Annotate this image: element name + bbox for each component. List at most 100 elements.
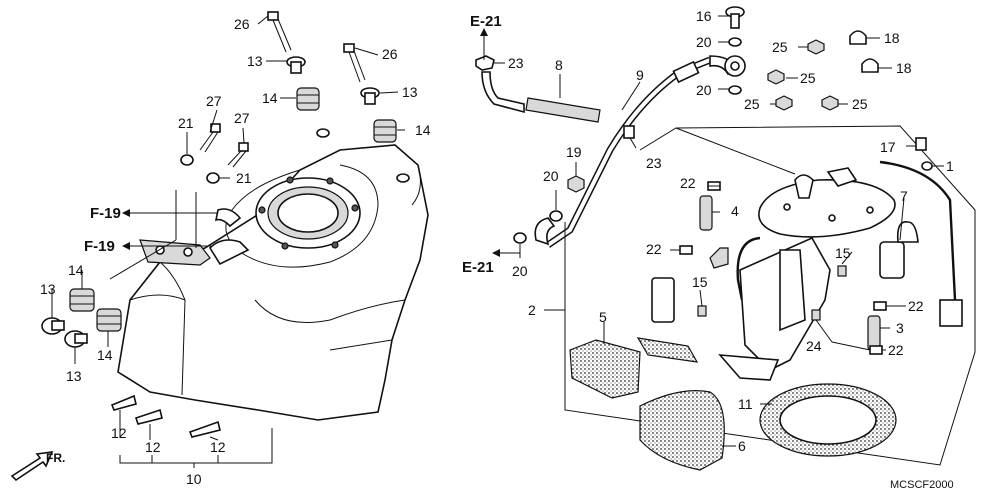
callout-12: 12	[210, 439, 226, 455]
bolt-27-b	[227, 142, 249, 168]
fuel-pump-5	[636, 277, 699, 363]
washer-20-b	[728, 85, 742, 95]
nut-25-b	[767, 69, 785, 85]
clip-22-c	[873, 301, 887, 311]
callout-12: 12	[111, 425, 127, 441]
callout-12: 12	[145, 439, 161, 455]
callout-3: 3	[896, 320, 904, 336]
pump-unit-enclosure-lines	[564, 125, 976, 466]
diagram-code: MCSCF2000	[890, 479, 954, 491]
clip-22-b	[679, 245, 693, 255]
pump-flange-plate	[758, 167, 896, 238]
nut-19	[567, 175, 585, 193]
callout-2: 2	[528, 302, 536, 318]
front-direction-arrow	[10, 451, 54, 482]
callout-25: 25	[800, 70, 816, 86]
screw-15-a	[837, 265, 847, 277]
collar-13-b	[360, 87, 380, 105]
callout-13: 13	[40, 281, 56, 297]
callout-11: 11	[738, 396, 753, 412]
callout-20: 20	[696, 82, 712, 98]
callout-14: 14	[262, 90, 278, 106]
bolt-26-b	[343, 43, 366, 83]
callout-27: 27	[234, 110, 250, 126]
washer-1	[921, 161, 933, 171]
callout-6: 6	[738, 438, 746, 454]
bolt-17	[915, 137, 927, 151]
callout-26: 26	[234, 16, 250, 32]
filter-5	[569, 339, 641, 399]
callout-numbers: 26 13 26 14 13 14 27 21 27 21 14 13 14 1…	[40, 8, 954, 487]
callout-22: 22	[908, 298, 924, 314]
front-marker: FR.	[46, 451, 65, 465]
callout-26: 26	[382, 46, 398, 62]
callout-7: 7	[900, 188, 908, 204]
callout-17: 17	[880, 139, 896, 155]
callout-13: 13	[66, 368, 82, 384]
nut-25-a	[807, 39, 825, 55]
nut-25-c	[775, 95, 793, 111]
screw-24	[811, 309, 821, 321]
callout-25: 25	[772, 39, 788, 55]
washer-20-d	[513, 232, 527, 244]
leader-lines-left	[51, 15, 405, 468]
callout-9: 9	[636, 67, 644, 83]
callout-14: 14	[68, 262, 84, 278]
grommet-14-a	[296, 87, 320, 111]
callout-20: 20	[543, 168, 559, 184]
callout-22: 22	[680, 175, 696, 191]
collar-13-d	[64, 330, 88, 348]
callout-23: 23	[508, 55, 524, 71]
grommet-14-c	[69, 288, 95, 312]
callout-4: 4	[731, 203, 739, 219]
pump-body-assembly	[709, 236, 831, 381]
ref-e21-left[interactable]: E-21	[462, 259, 494, 276]
washer-21-a	[180, 154, 194, 166]
callout-20: 20	[512, 263, 528, 279]
washer-20-a	[728, 37, 742, 47]
ref-f19-upper[interactable]: F-19	[90, 205, 121, 222]
bolt-16	[725, 6, 745, 29]
fuel-tank	[117, 128, 429, 421]
callout-18: 18	[896, 60, 912, 76]
callout-25: 25	[852, 96, 868, 112]
callout-24: 24	[806, 338, 822, 354]
pad-12-b	[134, 408, 163, 425]
bolt-27-a	[199, 123, 221, 153]
callout-27: 27	[206, 93, 222, 109]
strainer-6	[639, 390, 725, 471]
callout-13: 13	[402, 84, 418, 100]
callout-16: 16	[696, 8, 712, 24]
fuel-filter-7	[879, 221, 919, 279]
callout-18: 18	[884, 30, 900, 46]
clip-22-d	[869, 345, 883, 355]
screw-15-b	[697, 305, 707, 317]
bolt-26-a	[267, 11, 292, 53]
callout-25: 25	[744, 96, 760, 112]
grommet-14-b	[373, 119, 397, 143]
callout-21: 21	[236, 170, 252, 186]
ref-e21-top[interactable]: E-21	[470, 13, 502, 30]
callout-14: 14	[415, 122, 431, 138]
callout-13: 13	[247, 53, 263, 69]
clip-23-b	[623, 125, 635, 139]
fitting-23-a	[475, 55, 495, 71]
callout-14: 14	[97, 347, 113, 363]
leader-lines-right	[480, 15, 944, 447]
callout-8: 8	[555, 57, 563, 73]
pad-12-c	[188, 420, 221, 438]
grommet-14-d	[96, 308, 122, 332]
ref-f19-lower[interactable]: F-19	[84, 238, 115, 255]
hose-3	[867, 315, 881, 351]
callout-22: 22	[888, 342, 904, 358]
callout-15: 15	[835, 245, 851, 261]
cap-nut-18-a	[849, 30, 867, 45]
washer-21-b	[206, 172, 220, 184]
callout-19: 19	[566, 144, 582, 160]
collar-13-c	[41, 317, 65, 335]
callout-22: 22	[646, 241, 662, 257]
callout-20: 20	[696, 34, 712, 50]
callout-10: 10	[186, 471, 202, 487]
gasket-11	[759, 383, 897, 457]
